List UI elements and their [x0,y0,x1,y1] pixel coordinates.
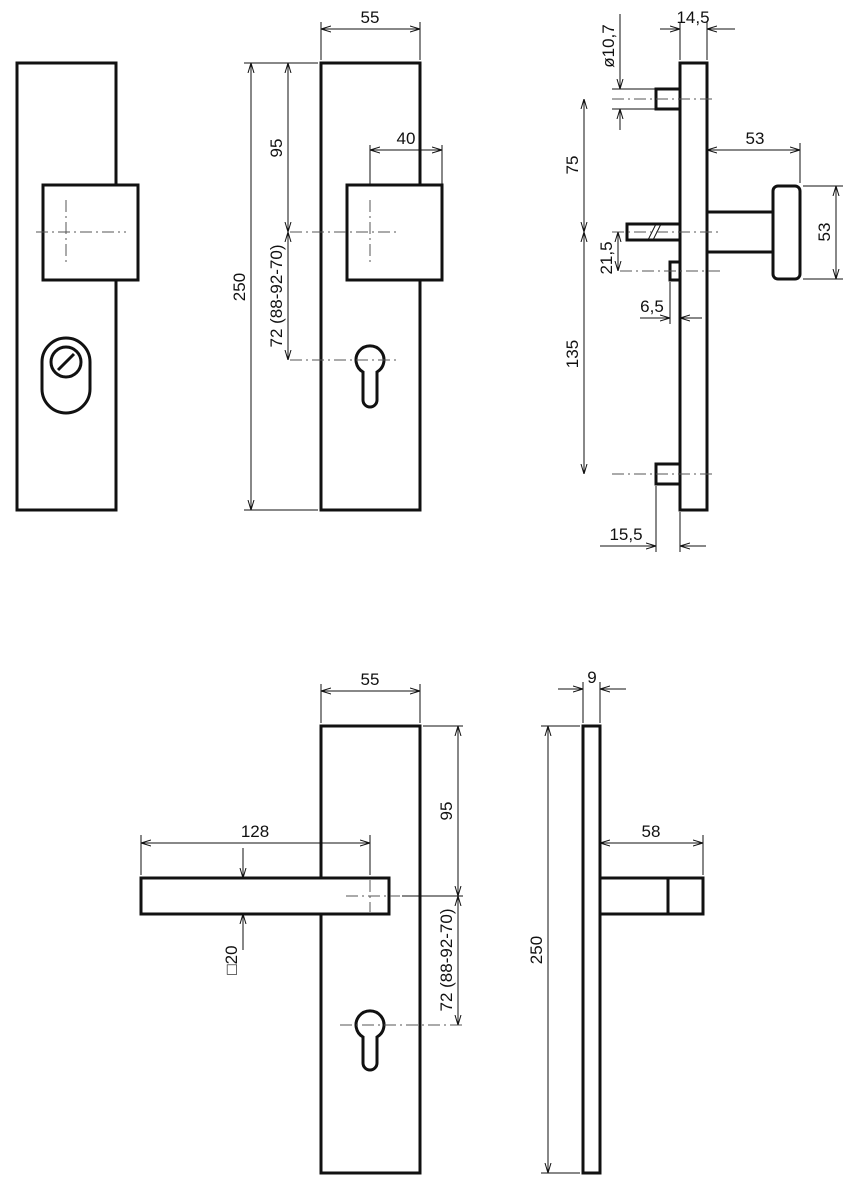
dim-pin-spacing-top: 75 [563,156,582,175]
dim-backset: 72 (88-92-70) [267,244,286,347]
dim-side-height: 250 [527,936,546,964]
keyhole-profile [354,344,386,409]
handle-plate-front-view: 55 40 250 95 72 (88-92-70) [230,8,444,512]
dim-knob-offset: 95 [267,139,286,158]
backplate-outline [319,61,422,512]
dim-knob-width: 40 [397,129,416,148]
dim-spindle-offset: 21,5 [597,241,616,274]
dim-pin-diameter: ø10,7 [599,24,618,67]
cylinder-disc [49,345,83,379]
dim-knob-projection: 53 [746,129,765,148]
lever-side-arm [598,876,705,916]
knob-rose [771,184,802,281]
dim-lever-offset: 95 [437,802,456,821]
dim-lever-projection: 58 [642,822,661,841]
lever-front-view: 55 128 □20 95 72 (88-92-70) [139,670,463,1175]
dim-plate-width: 55 [361,8,380,27]
dim-lever-length: 128 [241,822,269,841]
dim-side-thickness: 9 [587,668,596,687]
dim-backset: 72 (88-92-70) [437,908,456,1011]
backplate-section [581,724,602,1175]
dim-pin-spacing-bottom: 135 [563,340,582,368]
dim-plate-height: 250 [230,273,249,301]
dim-small-pin: 6,5 [640,297,664,316]
cylinder-slot [56,352,76,372]
cylinder-guard [40,336,92,415]
dim-plate-width: 55 [361,670,380,689]
lever-side-view: 9 250 58 [527,668,705,1175]
dim-knob-diameter: 53 [815,223,834,242]
backplate-section [678,61,709,512]
dim-bottom-pin: 15,5 [609,525,642,544]
dim-lever-square: □20 [222,945,241,974]
dim-plate-thickness: 14,5 [676,8,709,27]
backplate-outline [319,724,422,1175]
backplate-outline [15,61,118,512]
security-plate-front-view [15,61,140,512]
keyhole-profile [354,1009,386,1072]
side-section-view: 14,5 ø10,7 75 53 53 21,5 6,5 135 [563,8,843,552]
